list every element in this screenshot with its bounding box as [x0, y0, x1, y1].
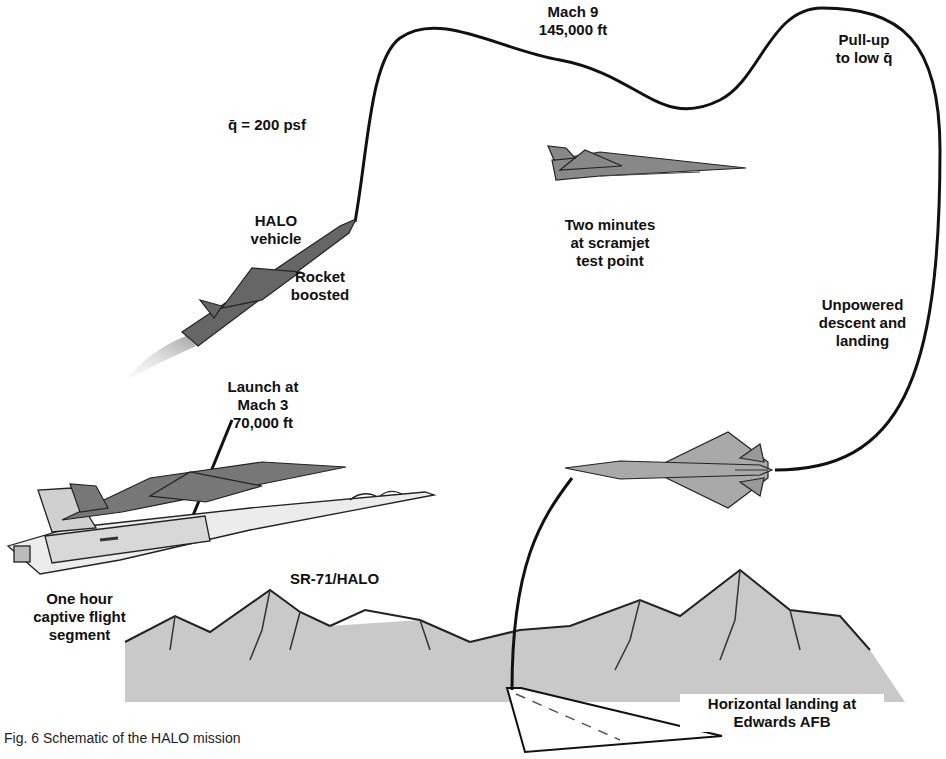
mission-label: q̄ = 200 psf — [228, 116, 348, 134]
exhaust-plume — [126, 336, 196, 380]
mission-label: Rocket boosted — [280, 268, 360, 304]
mission-label: SR-71/HALO — [290, 570, 410, 588]
mission-label: Unpowered descent and landing — [805, 296, 920, 350]
sr71-carrier — [8, 488, 434, 574]
landing-vehicle — [565, 432, 772, 508]
mission-label: Pull-up to low q̄ — [828, 30, 900, 68]
figure-caption: Fig. 6 Schematic of the HALO mission — [4, 730, 241, 746]
trajectory — [183, 8, 940, 690]
mission-label: Mach 9 145,000 ft — [528, 3, 618, 39]
captive-vehicle — [62, 462, 346, 520]
cruise-vehicle — [548, 146, 746, 180]
mission-label: Launch at Mach 3 70,000 ft — [218, 378, 308, 432]
mission-label: Horizontal landing at Edwards AFB — [680, 694, 884, 732]
mission-label: Two minutes at scramjet test point — [560, 216, 660, 270]
mission-label: One hour captive flight segment — [22, 590, 137, 644]
mission-label: HALO vehicle — [236, 212, 316, 248]
